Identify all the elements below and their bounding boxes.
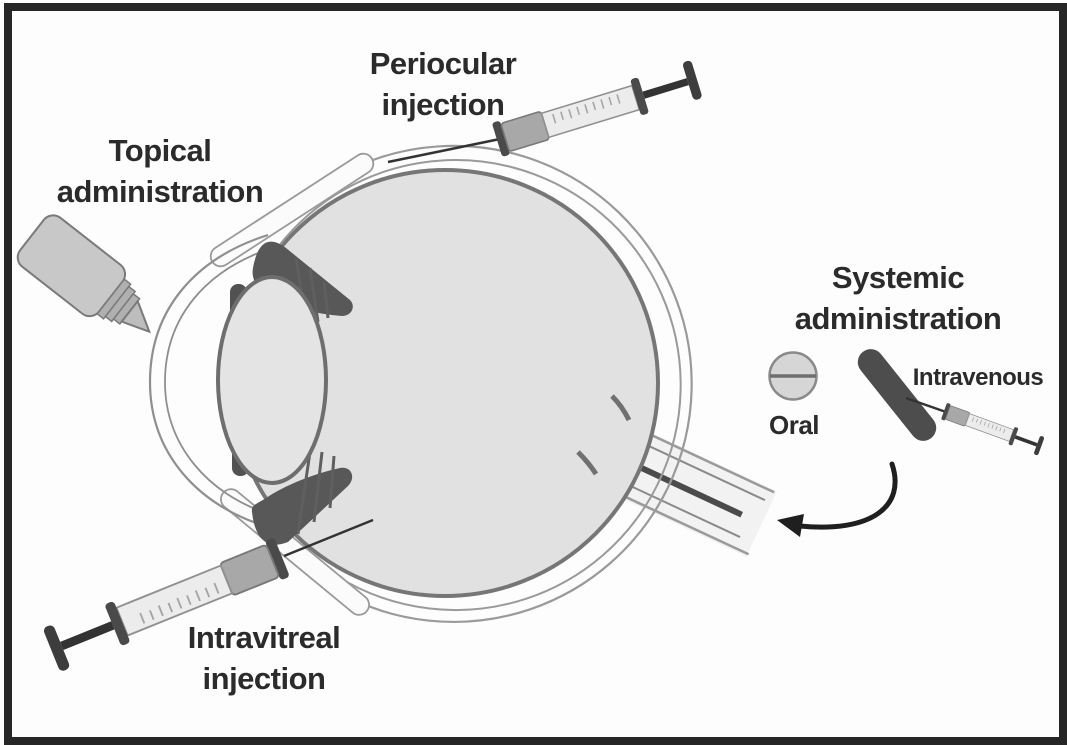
sclera-outer-outline xyxy=(261,144,693,623)
sclera-inner-outline xyxy=(271,159,682,612)
label-systemic-administration: Systemic administration xyxy=(795,258,1002,340)
cornea xyxy=(148,233,273,527)
iv-needle xyxy=(905,396,947,414)
label-periocular-injection: Periocular injection xyxy=(370,44,517,126)
periocular-needle xyxy=(387,137,501,164)
label-systemic-line1: Systemic xyxy=(831,260,965,296)
label-intravenous: Intravenous xyxy=(912,364,1044,392)
label-intravitreal-line1: Intravitreal xyxy=(187,620,341,656)
label-intravitreal-line2: injection xyxy=(202,661,326,696)
periocular-syringe-icon xyxy=(490,59,704,160)
systemic-curved-arrow-icon xyxy=(777,461,898,537)
lens xyxy=(216,275,328,485)
label-topical-line1: Topical xyxy=(108,133,212,169)
label-systemic-line2: administration xyxy=(794,301,1002,336)
label-intravitreal-injection: Intravitreal injection xyxy=(188,618,341,700)
iv-syringe-icon xyxy=(940,401,1046,457)
label-topical-line2: administration xyxy=(56,174,264,209)
label-topical-administration: Topical administration xyxy=(57,131,264,213)
label-periocular-line2: injection xyxy=(381,87,505,122)
eye-drop-bottle-icon xyxy=(16,214,152,334)
label-oral: Oral xyxy=(768,409,820,440)
intravitreal-needle xyxy=(283,518,374,558)
label-periocular-line1: Periocular xyxy=(369,46,517,82)
oral-pill-icon xyxy=(768,351,818,401)
ciliary-body-bottom xyxy=(251,451,353,545)
intravenous-vessel-icon xyxy=(857,349,937,441)
